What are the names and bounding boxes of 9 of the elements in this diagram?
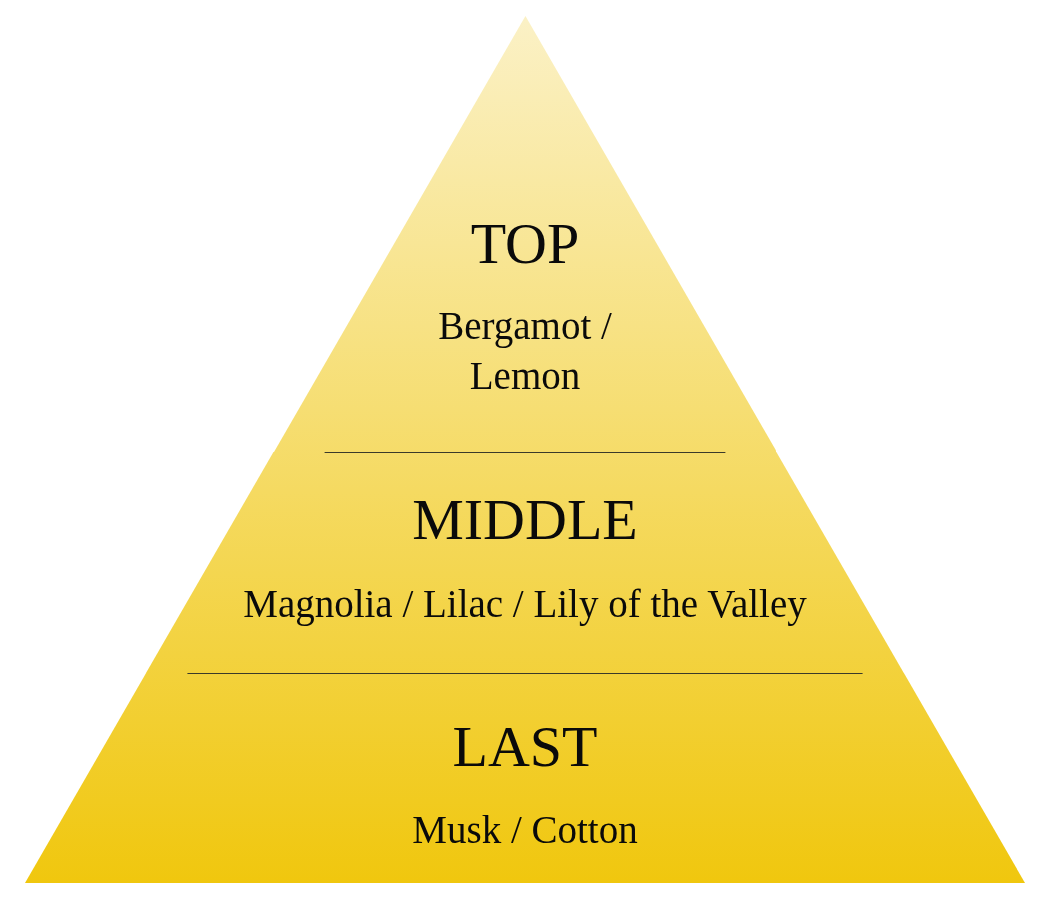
tier-notes: Bergamot / Lemon xyxy=(437,303,613,399)
tier-heading: TOP xyxy=(470,212,580,276)
pyramid-tier xyxy=(25,673,1025,883)
pyramid-tier xyxy=(146,452,904,673)
tier-heading: MIDDLE xyxy=(412,488,638,552)
tier-heading: LAST xyxy=(452,715,598,779)
tier-notes: Musk / Cotton xyxy=(412,807,638,853)
pyramid-tier xyxy=(273,16,777,452)
tier-notes: Magnolia / Lilac / Lily of the Valley xyxy=(243,581,807,628)
